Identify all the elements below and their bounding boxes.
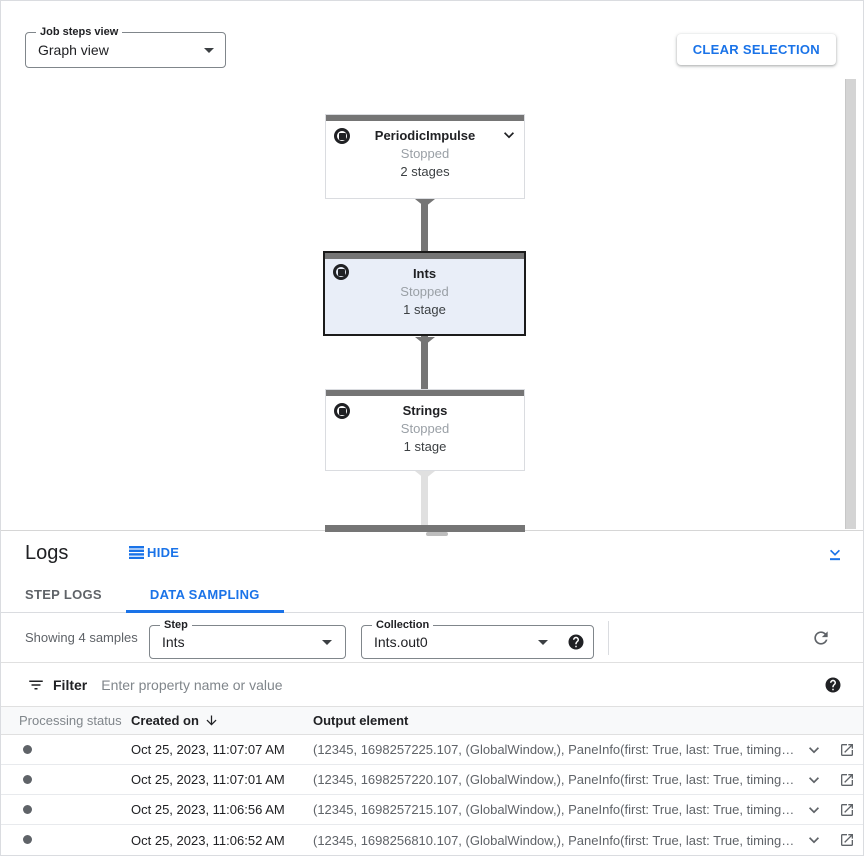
node-title: Strings bbox=[402, 403, 448, 418]
column-created-on[interactable]: Created on bbox=[131, 707, 219, 734]
created-on-cell: Oct 25, 2023, 11:06:56 AM bbox=[131, 802, 285, 817]
collection-select[interactable]: Collection Ints.out0 bbox=[361, 618, 594, 659]
node-stages: 2 stages bbox=[400, 164, 450, 179]
node-ints[interactable]: Ints Stopped 1 stage bbox=[323, 251, 526, 336]
created-on-cell: Oct 25, 2023, 11:07:01 AM bbox=[131, 772, 285, 787]
clear-selection-button[interactable]: CLEAR SELECTION bbox=[676, 34, 836, 65]
filter-input[interactable] bbox=[101, 676, 824, 693]
created-on-cell: Oct 25, 2023, 11:06:52 AM bbox=[131, 832, 285, 848]
expand-row-icon[interactable] bbox=[804, 770, 824, 790]
job-steps-view-value: Graph view bbox=[38, 42, 109, 58]
refresh-icon[interactable] bbox=[811, 628, 831, 648]
status-dot bbox=[23, 745, 32, 754]
node-status: Stopped bbox=[400, 284, 449, 299]
node-status: Stopped bbox=[400, 146, 450, 161]
tab-data-sampling[interactable]: DATA SAMPLING bbox=[125, 576, 284, 613]
output-element-cell: (12345, 1698257220.107, (GlobalWindow,),… bbox=[313, 772, 793, 787]
edge-arrow-icon bbox=[415, 199, 435, 207]
job-steps-view-label: Job steps view bbox=[36, 25, 123, 39]
dropdown-arrow-icon bbox=[322, 640, 332, 645]
step-select[interactable]: Step Ints bbox=[149, 618, 346, 659]
collapse-panel-icon[interactable] bbox=[825, 544, 845, 564]
tab-step-logs[interactable]: STEP LOGS bbox=[25, 586, 102, 602]
table-row: Oct 25, 2023, 11:06:52 AM (12345, 169825… bbox=[1, 825, 863, 855]
column-output-element: Output element bbox=[313, 713, 409, 728]
filter-icon bbox=[29, 680, 43, 689]
stop-icon bbox=[334, 403, 350, 419]
sort-descending-icon bbox=[206, 715, 217, 726]
node-top-bar bbox=[325, 253, 524, 259]
step-select-value: Ints bbox=[162, 634, 185, 650]
table-row: Oct 25, 2023, 11:06:56 AM (12345, 169825… bbox=[1, 795, 863, 825]
panel-resize-handle[interactable] bbox=[426, 532, 448, 536]
stop-icon bbox=[334, 128, 350, 144]
samples-table-body: Oct 25, 2023, 11:07:07 AM (12345, 169825… bbox=[1, 735, 863, 855]
open-in-new-icon[interactable] bbox=[839, 802, 855, 818]
stop-icon bbox=[333, 264, 349, 280]
output-element-cell: (12345, 1698256810.107, (GlobalWindow,),… bbox=[313, 832, 793, 848]
open-in-new-icon[interactable] bbox=[839, 742, 855, 758]
edge-ints-to-strings bbox=[421, 334, 428, 391]
samples-table-header: Processing status Created on Output elem… bbox=[1, 707, 863, 735]
node-top-bar bbox=[326, 390, 524, 396]
node-title: Ints bbox=[412, 266, 437, 281]
sampling-toolbar: Showing 4 samples Step Ints Collection I… bbox=[1, 613, 863, 663]
logs-panel-title: Logs bbox=[25, 542, 69, 564]
column-created-on-label: Created on bbox=[131, 713, 199, 728]
logs-header: Logs HIDE bbox=[1, 532, 863, 576]
hide-logs-button[interactable]: HIDE bbox=[129, 545, 179, 560]
open-in-new-icon[interactable] bbox=[839, 832, 855, 848]
node-status: Stopped bbox=[400, 421, 450, 436]
status-dot bbox=[23, 775, 32, 784]
output-element-cell: (12345, 1698257225.107, (GlobalWindow,),… bbox=[313, 742, 793, 757]
node-periodicimpulse[interactable]: PeriodicImpulse Stopped 2 stages bbox=[325, 114, 525, 199]
expand-row-icon[interactable] bbox=[804, 740, 824, 760]
logs-tabs: STEP LOGS DATA SAMPLING bbox=[1, 576, 863, 613]
toolbar-divider bbox=[608, 621, 609, 655]
edge-periodicimpulse-to-ints bbox=[421, 198, 428, 253]
expand-row-icon[interactable] bbox=[804, 800, 824, 820]
node-partial-top-bar bbox=[325, 525, 525, 532]
dropdown-arrow-icon bbox=[538, 640, 548, 645]
hide-label: HIDE bbox=[147, 545, 180, 560]
expand-row-icon[interactable] bbox=[804, 830, 824, 850]
chevron-down-icon[interactable] bbox=[499, 125, 519, 145]
help-icon[interactable] bbox=[567, 633, 585, 651]
filter-bar: Filter bbox=[1, 663, 863, 707]
open-in-new-icon[interactable] bbox=[839, 772, 855, 788]
hide-lines-icon bbox=[129, 546, 144, 559]
edge-strings-down bbox=[421, 470, 428, 525]
edge-arrow-icon bbox=[415, 471, 435, 479]
job-steps-view-select[interactable]: Job steps view Graph view bbox=[25, 25, 226, 68]
edge-arrow-icon bbox=[415, 337, 435, 345]
table-row: Oct 25, 2023, 11:07:07 AM (12345, 169825… bbox=[1, 735, 863, 765]
status-dot bbox=[23, 835, 32, 844]
help-icon[interactable] bbox=[824, 676, 842, 694]
node-stages: 1 stage bbox=[403, 439, 447, 454]
collection-select-value: Ints.out0 bbox=[374, 634, 428, 650]
logs-panel: Logs HIDE STEP LOGS DATA SAMPLING Showin… bbox=[1, 532, 863, 855]
dropdown-arrow-icon bbox=[204, 48, 214, 53]
samples-count-text: Showing 4 samples bbox=[25, 630, 138, 645]
node-top-bar bbox=[326, 115, 524, 121]
table-row: Oct 25, 2023, 11:07:01 AM (12345, 169825… bbox=[1, 765, 863, 795]
node-strings[interactable]: Strings Stopped 1 stage bbox=[325, 389, 525, 471]
column-processing-status: Processing status bbox=[19, 713, 122, 728]
step-select-label: Step bbox=[160, 618, 192, 632]
created-on-cell: Oct 25, 2023, 11:07:07 AM bbox=[131, 742, 285, 757]
node-title: PeriodicImpulse bbox=[374, 128, 476, 143]
job-graph-pane: Job steps view Graph view CLEAR SELECTIO… bbox=[1, 1, 863, 532]
node-stages: 1 stage bbox=[403, 302, 446, 317]
filter-label: Filter bbox=[53, 676, 88, 693]
status-dot bbox=[23, 805, 32, 814]
graph-scrollbar[interactable] bbox=[845, 79, 856, 529]
collection-select-label: Collection bbox=[372, 618, 434, 632]
output-element-cell: (12345, 1698257215.107, (GlobalWindow,),… bbox=[313, 802, 793, 817]
